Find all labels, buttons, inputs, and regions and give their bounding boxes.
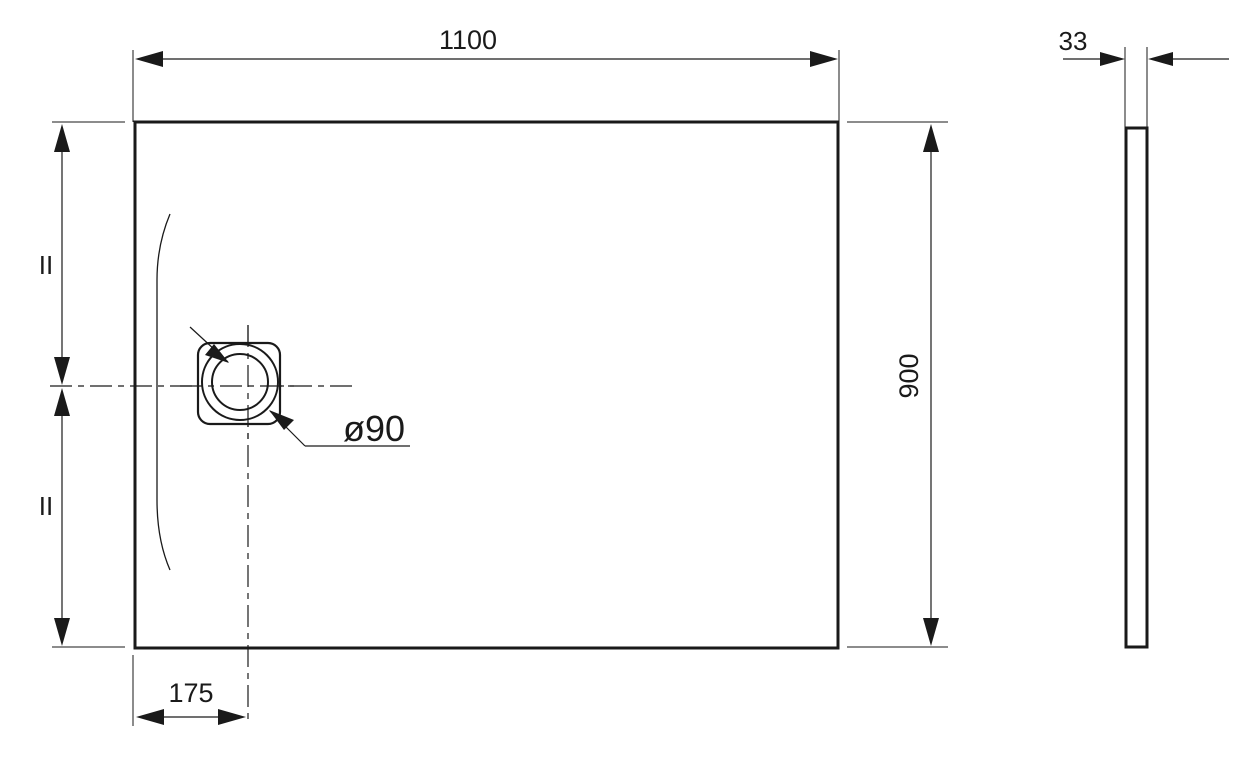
side-profile [1124,126,1149,649]
depth-label: 900 [894,353,924,398]
width-label: 1100 [439,25,497,55]
side-view: 33 [1059,26,1229,649]
drain-diameter-label: ø90 [343,408,405,449]
drain-offset-dimension: 175 [132,655,246,726]
drain-offset-label: 175 [168,678,213,708]
drain-outer-ring [201,343,279,421]
depth-dimension: 900 [847,121,948,648]
thickness-label: 33 [1059,26,1088,56]
equal-mark-top: II [39,250,53,280]
drain-diameter-dimension: ø90 [189,326,410,449]
drain-inner-ring [211,353,269,411]
drain [180,325,300,440]
width-dimension: 1100 [132,25,840,122]
tray-outline [133,120,840,650]
left-equal-dimension: II II [39,121,125,648]
equal-mark-bottom: II [39,491,53,521]
slope-curve [156,213,171,571]
